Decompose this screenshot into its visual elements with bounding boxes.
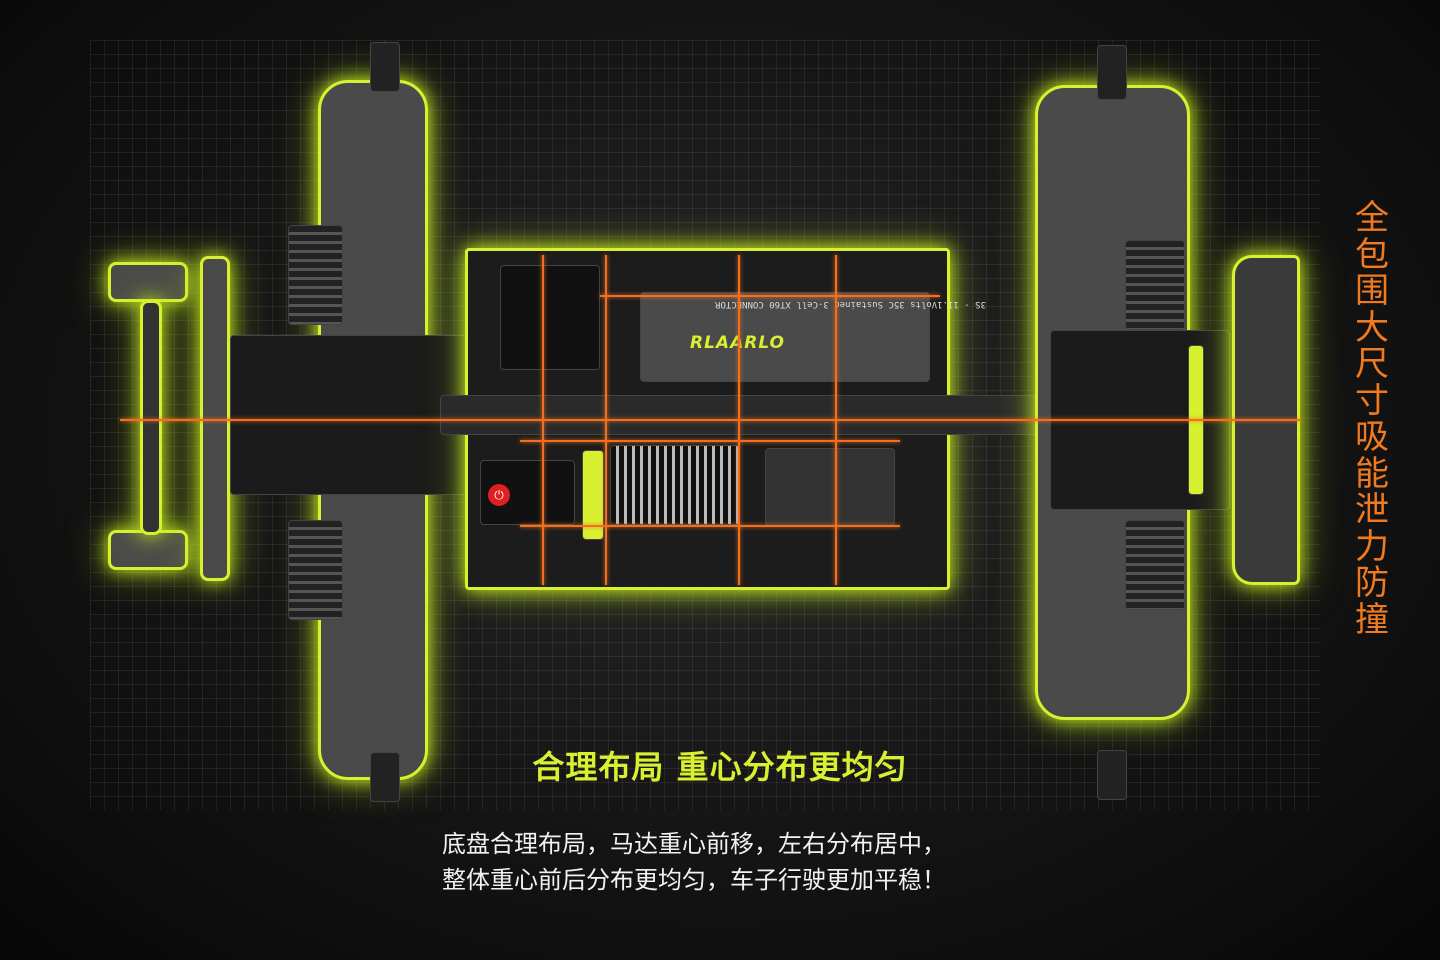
description-line-1: 底盘合理布局，马达重心前移，左右分布居中， xyxy=(442,830,946,858)
guide-line xyxy=(835,255,837,585)
headline: 合理布局 重心分布更均匀 xyxy=(532,748,908,786)
front-hub-top xyxy=(1097,45,1127,100)
guide-line xyxy=(600,295,940,297)
center-driveshaft xyxy=(440,395,1060,435)
battery-brand: RLAARLO xyxy=(690,333,785,353)
rear-bumper-top xyxy=(108,262,188,302)
receiver-box xyxy=(765,448,895,526)
center-of-gravity-line xyxy=(120,419,1300,421)
side-caption: 全包围大尺寸吸能泄力防撞 xyxy=(1355,198,1389,640)
rear-hub-bottom xyxy=(370,752,400,802)
description-line-2: 整体重心前后分布更均匀，车子行驶更加平稳！ xyxy=(442,866,946,894)
battery-spec: 3S · 11.1Volts 35C Sustained 3-Cell XT60… xyxy=(715,299,986,309)
rear-gearbox xyxy=(230,335,470,495)
motor-mount xyxy=(582,450,604,540)
guide-line xyxy=(738,255,740,585)
guide-line xyxy=(542,255,544,585)
front-hub-bottom xyxy=(1097,750,1127,800)
esc-fan xyxy=(500,265,600,370)
guide-line xyxy=(520,440,900,442)
power-icon: ⏻ xyxy=(488,484,510,506)
front-shock-bottom xyxy=(1125,520,1185,610)
guide-line xyxy=(520,525,900,527)
rear-shock-bottom xyxy=(288,520,343,620)
rear-shock-top xyxy=(288,225,343,325)
rear-hub-top xyxy=(370,42,400,92)
rear-bumper-plate xyxy=(200,256,230,581)
motor xyxy=(610,445,740,525)
front-shock-top xyxy=(1125,240,1185,330)
rear-bumper-bar xyxy=(140,300,162,535)
guide-line xyxy=(605,255,607,585)
rear-bumper-bottom xyxy=(108,530,188,570)
battery-pack xyxy=(640,292,930,382)
